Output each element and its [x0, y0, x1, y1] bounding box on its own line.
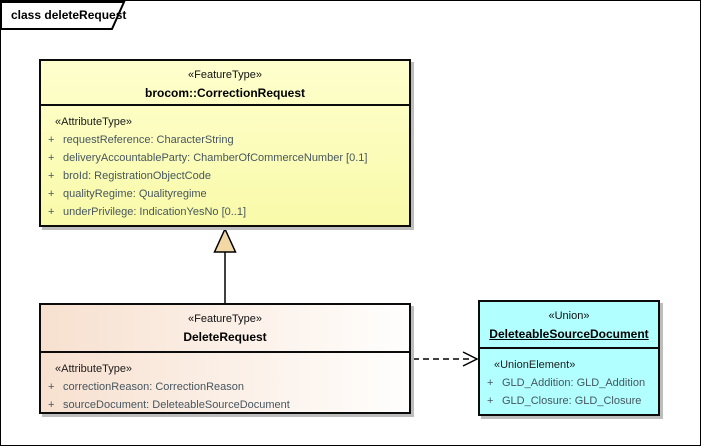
generalization-arrowhead-icon: [213, 227, 237, 253]
attribute-row[interactable]: + sourceDocument: DeleteableSourceDocume…: [41, 396, 409, 414]
attribute-text: underPrivilege: IndicationYesNo [0..1]: [63, 206, 247, 218]
attributes-compartment: «UnionElement» + GLD_Addition: GLD_Addit…: [480, 349, 658, 410]
class-header: «Union» DeleteableSourceDocument: [480, 302, 658, 349]
class-box-delete-request[interactable]: «FeatureType» DeleteRequest «AttributeTy…: [39, 303, 411, 414]
attribute-stereotype: «AttributeType»: [55, 116, 133, 128]
attribute-text: deliveryAccountableParty: ChamberOfComme…: [63, 152, 368, 164]
visibility-marker: +: [48, 399, 55, 411]
class-stereotype: «Union»: [548, 310, 590, 322]
visibility-marker: +: [48, 170, 55, 182]
attribute-text: GLD_Closure: GLD_Closure: [502, 395, 642, 407]
class-stereotype: «FeatureType»: [188, 69, 262, 81]
class-stereotype: «FeatureType»: [188, 313, 262, 325]
diagram-tab-label: class deleteRequest: [11, 8, 127, 22]
visibility-marker: +: [48, 206, 55, 218]
attribute-row[interactable]: + deliveryAccountableParty: ChamberOfCom…: [41, 149, 409, 167]
visibility-marker: +: [48, 152, 55, 164]
attributes-compartment: «AttributeType» + requestReference: Char…: [41, 106, 409, 221]
class-box-correction-request[interactable]: «FeatureType» brocom::CorrectionRequest …: [39, 59, 411, 227]
class-header: «FeatureType» brocom::CorrectionRequest: [41, 61, 409, 106]
attribute-text: qualityRegime: Qualityregime: [63, 188, 207, 200]
class-name: brocom::CorrectionRequest: [144, 86, 305, 100]
class-name: DeleteRequest: [183, 330, 267, 344]
visibility-marker: +: [48, 134, 55, 146]
attribute-text: sourceDocument: DeleteableSourceDocument: [63, 399, 290, 411]
diagram-tab-shape: [1, 1, 126, 30]
attributes-compartment: «AttributeType» + correctionReason: Corr…: [41, 353, 409, 414]
attribute-stereotype: «AttributeType»: [55, 363, 133, 375]
diagram-tab: class deleteRequest: [1, 1, 131, 31]
diagram-tab-outline: [1, 1, 126, 30]
attribute-row[interactable]: + GLD_Addition: GLD_Addition: [480, 374, 658, 392]
dependency-arrowhead-icon: [462, 351, 479, 367]
class-name: DeleteableSourceDocument: [489, 327, 649, 341]
visibility-marker: +: [487, 377, 494, 389]
attribute-row[interactable]: + broId: RegistrationObjectCode: [41, 167, 409, 185]
class-header: «FeatureType» DeleteRequest: [41, 305, 409, 353]
attribute-text: broId: RegistrationObjectCode: [63, 170, 211, 182]
visibility-marker: +: [48, 188, 55, 200]
attribute-row[interactable]: + GLD_Closure: GLD_Closure: [480, 392, 658, 410]
attribute-text: GLD_Addition: GLD_Addition: [502, 377, 646, 389]
attribute-stereotype: «UnionElement»: [494, 359, 576, 371]
attribute-row[interactable]: + requestReference: CharacterString: [41, 131, 409, 149]
class-box-deleteable-source-document[interactable]: «Union» DeleteableSourceDocument «UnionE…: [478, 300, 660, 416]
attribute-row[interactable]: + qualityRegime: Qualityregime: [41, 185, 409, 203]
attribute-row[interactable]: + correctionReason: CorrectionReason: [41, 378, 409, 396]
attribute-text: correctionReason: CorrectionReason: [63, 381, 244, 393]
attribute-text: requestReference: CharacterString: [63, 134, 234, 146]
visibility-marker: +: [487, 395, 494, 407]
attribute-row[interactable]: + underPrivilege: IndicationYesNo [0..1]: [41, 203, 409, 221]
visibility-marker: +: [48, 381, 55, 393]
